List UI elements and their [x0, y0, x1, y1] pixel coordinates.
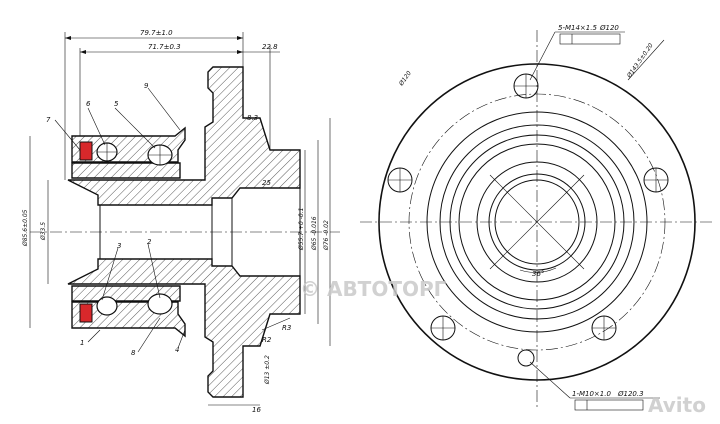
- seal-lower: [79, 303, 93, 323]
- thread-callout-top: 5-M14×1.5 Ø120: [529, 24, 625, 81]
- balloon-6: 6: [86, 100, 91, 108]
- balloon-4: 4: [175, 346, 179, 354]
- dim-flange-offset: 22.8: [262, 43, 278, 51]
- hub-upper-section: [67, 66, 301, 206]
- thread-top-label: 5-M14×1.5: [558, 24, 597, 32]
- dim-stud-diameter: Ø13 ±0.2: [264, 355, 271, 385]
- balloon-5: 5: [114, 100, 119, 108]
- bearing-inner-ring-upper: [71, 162, 181, 179]
- balloon-3: 3: [117, 242, 121, 250]
- thread-bottom-position: Ø120.3: [617, 390, 644, 398]
- balloon-9: 9: [144, 82, 149, 90]
- dim-outer-diameter: Ø85.6±0.05: [22, 209, 29, 247]
- thread-top-position: Ø120: [599, 24, 619, 32]
- dim-angle-36: 36°: [532, 270, 544, 278]
- stud-holes: [387, 73, 669, 367]
- ball-lower-left: [96, 296, 118, 316]
- dim-bore-diameter: Ø33.5: [40, 222, 47, 241]
- watermark: © АВТОТОРГ Avito: [300, 277, 706, 417]
- thread-bottom-label: 1-M10×1.0: [572, 390, 611, 398]
- thread-callout-bottom: 1-M10×1.0 Ø120.3: [529, 361, 660, 411]
- dim-r3: R3: [282, 324, 291, 332]
- balloons: 7 6 5 9 3 2 1 8 4: [46, 82, 186, 357]
- ball-lower-right: [147, 293, 173, 315]
- balloon-1: 1: [80, 339, 84, 347]
- dim-overall-length: 79.7±1.0: [140, 29, 173, 37]
- balloon-2: 2: [147, 238, 152, 246]
- dim-8-3: 8.3: [247, 114, 258, 122]
- balloon-8: 8: [131, 349, 136, 357]
- section-view: 79.7±1.0 71.7±0.3 22.8 8.3 25 Ø85.6±0.05…: [22, 29, 340, 414]
- dim-flange-diameter: Ø76 -0.02: [323, 220, 330, 251]
- watermark-right: Avito: [648, 393, 706, 417]
- dim-spigot-diameter: Ø65 -0.016: [311, 216, 318, 251]
- watermark-left: © АВТОТОРГ: [300, 277, 447, 301]
- balloon-7: 7: [46, 116, 51, 124]
- dim-25: 25: [262, 179, 271, 187]
- dim-pcd-120: Ø120: [397, 70, 413, 88]
- dim-16: 16: [252, 406, 261, 414]
- dim-pilot-diameter: Ø55.7 +0 -0.1: [298, 208, 305, 251]
- hub-lower-section: [67, 258, 301, 398]
- dim-r2: R2: [262, 336, 272, 344]
- threaded-hole-m10: [517, 349, 535, 367]
- dim-dia-143: Ø143.5±0.20: [625, 42, 655, 80]
- seal-upper: [79, 141, 93, 161]
- dim-inner-length: 71.7±0.3: [148, 43, 181, 51]
- front-view: 36° Ø120 Ø143.5±0.20 5-M14×1.5 Ø120 1-M1…: [360, 24, 715, 411]
